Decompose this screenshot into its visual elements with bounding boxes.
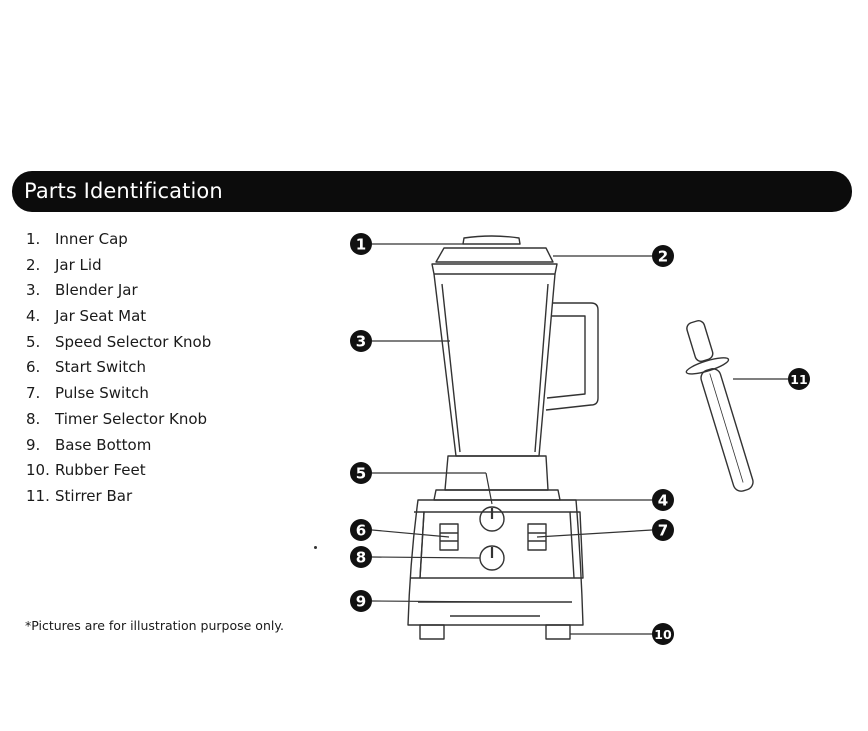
callout-1: 1 bbox=[350, 233, 372, 255]
callout-5: 5 bbox=[350, 462, 372, 484]
base-side-panel bbox=[410, 511, 425, 579]
callout-9: 9 bbox=[350, 590, 372, 612]
callout-number: 10 bbox=[654, 627, 672, 642]
part-number: 10. bbox=[26, 461, 50, 480]
callout-4: 4 bbox=[652, 489, 674, 511]
callout-number: 4 bbox=[658, 492, 668, 510]
parts-list-item: 2. Jar Lid bbox=[26, 255, 211, 281]
rubber-foot-shape bbox=[419, 624, 445, 640]
jar-highlight-line bbox=[441, 283, 461, 453]
part-number: 8. bbox=[26, 409, 41, 428]
part-number: 11. bbox=[26, 486, 50, 505]
part-label: Jar Lid bbox=[55, 255, 102, 274]
jar-handle-inner bbox=[546, 315, 586, 399]
part-number: 6. bbox=[26, 358, 41, 377]
parts-list-item: 9. Base Bottom bbox=[26, 435, 211, 461]
speed-knob-shape bbox=[479, 506, 505, 532]
stirrer-bar-shape bbox=[685, 320, 754, 492]
part-label: Pulse Switch bbox=[55, 384, 149, 403]
callout-number: 9 bbox=[356, 593, 366, 611]
inner-cap-shape bbox=[462, 235, 521, 245]
control-panel-shape bbox=[419, 511, 575, 579]
part-label: Base Bottom bbox=[55, 435, 152, 454]
callout-2: 2 bbox=[652, 245, 674, 267]
parts-list-item: 7. Pulse Switch bbox=[26, 383, 211, 409]
callout-6: 6 bbox=[350, 519, 372, 541]
callout-number: 3 bbox=[356, 333, 366, 351]
callout-number: 5 bbox=[356, 465, 366, 483]
stray-dot bbox=[314, 546, 317, 549]
callout-8: 8 bbox=[350, 546, 372, 568]
callout-10: 10 bbox=[652, 623, 674, 645]
part-label: Inner Cap bbox=[55, 230, 128, 248]
motor-base-shape bbox=[407, 499, 584, 626]
disclaimer-note: *Pictures are for illustration purpose o… bbox=[25, 618, 284, 633]
callout-number: 1 bbox=[356, 236, 366, 254]
callout-number: 8 bbox=[356, 549, 366, 567]
parts-list-item: 4. Jar Seat Mat bbox=[26, 306, 211, 332]
jar-highlight-line bbox=[534, 283, 549, 453]
part-number: 3. bbox=[26, 281, 41, 300]
part-number: 4. bbox=[26, 307, 41, 326]
jar-handle-outer bbox=[545, 302, 599, 411]
start-switch-shape bbox=[439, 523, 459, 551]
parts-list-item: 10. Rubber Feet bbox=[26, 460, 211, 486]
parts-list-item: 8. Timer Selector Knob bbox=[26, 409, 211, 435]
callout-11: 11 bbox=[788, 368, 810, 390]
part-number: 1. bbox=[26, 230, 41, 248]
part-number: 9. bbox=[26, 435, 41, 454]
part-label: Speed Selector Knob bbox=[55, 332, 212, 351]
callout-number: 7 bbox=[658, 522, 668, 540]
callout-number: 6 bbox=[356, 522, 366, 540]
parts-list: 1. Inner Cap 2. Jar Lid 3. Blender Jar 4. Ja… bbox=[26, 229, 211, 512]
parts-list-item: 11. Stirrer Bar bbox=[26, 486, 211, 512]
base-side-panel bbox=[570, 511, 584, 579]
part-label: Rubber Feet bbox=[55, 461, 146, 480]
parts-list-item: 6. Start Switch bbox=[26, 357, 211, 383]
section-header-bar: Parts Identification bbox=[12, 171, 852, 212]
parts-list-item: 1. Inner Cap bbox=[26, 229, 211, 255]
part-number: 5. bbox=[26, 332, 41, 351]
jar-seat-mat-shape bbox=[433, 489, 561, 501]
parts-list-item: 3. Blender Jar bbox=[26, 280, 211, 306]
part-label: Timer Selector Knob bbox=[55, 409, 208, 428]
jar-lid-rim bbox=[431, 263, 558, 275]
callout-number: 2 bbox=[658, 248, 668, 266]
part-label: Start Switch bbox=[55, 358, 147, 377]
callout-number: 11 bbox=[790, 372, 807, 387]
callout-7: 7 bbox=[652, 519, 674, 541]
part-number: 7. bbox=[26, 384, 41, 403]
callout-3: 3 bbox=[350, 330, 372, 352]
jar-lid-shape bbox=[435, 247, 554, 263]
part-number: 2. bbox=[26, 255, 41, 274]
section-title: Parts Identification bbox=[24, 179, 223, 203]
blender-illustration bbox=[407, 235, 754, 640]
part-label: Stirrer Bar bbox=[55, 486, 133, 505]
leader-lines bbox=[371, 243, 788, 635]
part-label: Blender Jar bbox=[55, 281, 138, 300]
part-label: Jar Seat Mat bbox=[55, 307, 147, 326]
parts-list-item: 5. Speed Selector Knob bbox=[26, 332, 211, 358]
rubber-foot-shape bbox=[545, 624, 571, 640]
